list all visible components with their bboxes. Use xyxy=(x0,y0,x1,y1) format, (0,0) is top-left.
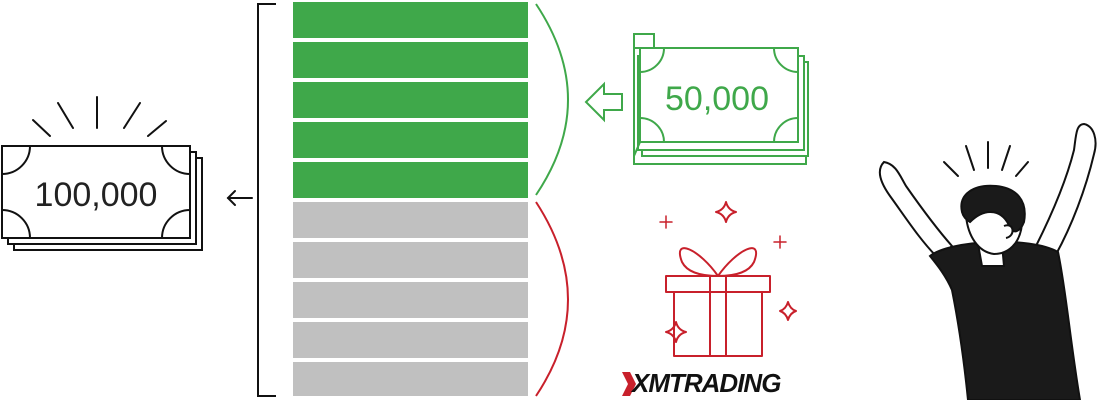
gray-block xyxy=(293,362,528,396)
green-brace xyxy=(535,3,569,196)
gray-block xyxy=(293,202,528,238)
gift-icon xyxy=(665,247,771,357)
green-block xyxy=(293,2,528,38)
gray-block xyxy=(293,282,528,318)
green-blocks xyxy=(293,2,528,198)
left-bill-amount: 100,000 xyxy=(35,176,158,214)
person-celebrating-icon xyxy=(878,122,1097,400)
right-bill-icon xyxy=(633,33,809,165)
brand-logo: XMTRADING xyxy=(622,368,822,398)
green-block xyxy=(293,42,528,78)
brand-chevron-icon xyxy=(622,372,636,396)
green-block xyxy=(293,162,528,198)
sparkle-icon xyxy=(665,201,797,343)
red-brace xyxy=(535,201,569,397)
gray-block xyxy=(293,322,528,358)
arrow-left-outline-icon xyxy=(584,81,623,123)
bracket-icon xyxy=(257,3,276,397)
green-block xyxy=(293,122,528,158)
left-bill-icon xyxy=(1,145,203,251)
sparkle-cross-icon xyxy=(659,215,787,249)
gray-block xyxy=(293,242,528,278)
green-block xyxy=(293,82,528,118)
gray-blocks xyxy=(293,202,528,396)
right-bill-amount: 50,000 xyxy=(665,80,769,118)
brand-name: XMTRADING xyxy=(632,368,781,398)
shine-rays-icon xyxy=(32,96,167,137)
arrow-left-icon xyxy=(226,190,253,206)
